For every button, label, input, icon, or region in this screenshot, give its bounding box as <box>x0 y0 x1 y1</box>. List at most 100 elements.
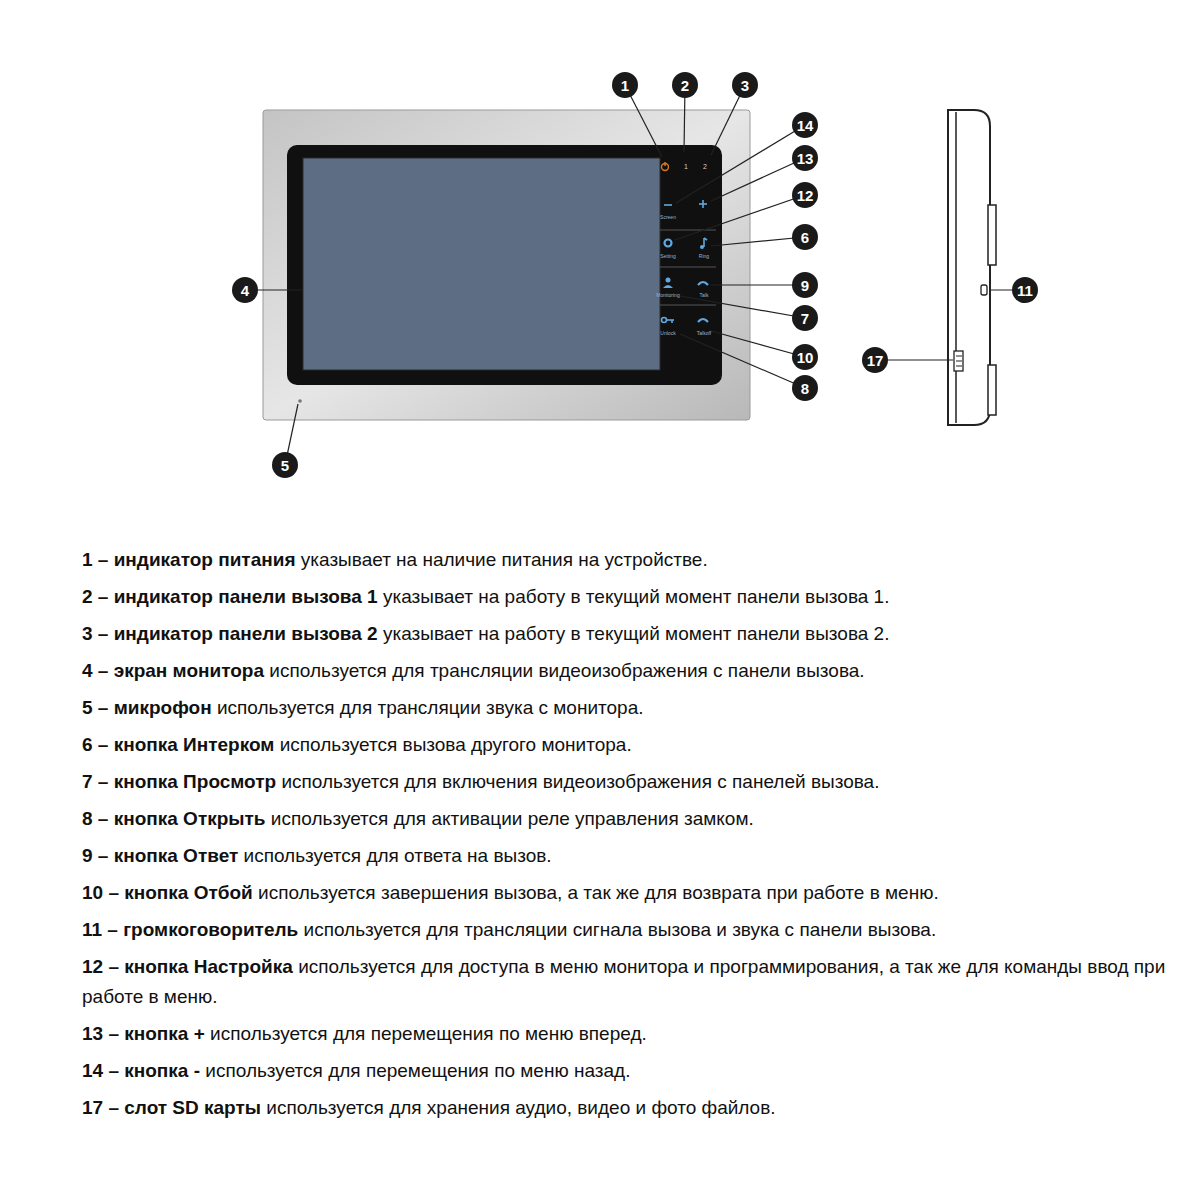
description-line: 1 – индикатор питанияуказывает на наличи… <box>82 545 1194 575</box>
description-list: 1 – индикатор питанияуказывает на наличи… <box>82 545 1194 1130</box>
description-line: 2 – индикатор панели вызова 1указывает н… <box>82 582 1194 612</box>
part-term: 13 – кнопка + <box>82 1023 205 1044</box>
description-line: 6 – кнопка Интерком используется вызова д… <box>82 730 1194 760</box>
part-term: 12 – кнопка Настройка <box>82 956 293 977</box>
part-term: 11 – громкоговоритель <box>82 919 298 940</box>
button-label: Talk <box>700 292 709 298</box>
button-label: Setting <box>660 253 676 259</box>
part-term: 9 – кнопка Ответ <box>82 845 238 866</box>
sd-slot <box>956 366 962 367</box>
description-line: 5 – микрофониспользуется для трансляции … <box>82 693 1194 723</box>
part-term: 3 – индикатор панели вызова 2 <box>82 623 378 644</box>
callout-number: 1 <box>621 78 629 93</box>
part-description: используется для активации реле управлен… <box>271 808 754 829</box>
sd-slot <box>956 361 962 362</box>
callout-number: 7 <box>801 311 809 326</box>
callout-circle: 4 <box>232 277 258 303</box>
part-description: используется для трансляции видеоизображ… <box>269 660 864 681</box>
side-housing <box>955 112 957 423</box>
leader-line <box>680 334 805 388</box>
callout-number: 17 <box>867 353 884 368</box>
callout-number: 9 <box>801 278 809 293</box>
power-led <box>664 162 665 166</box>
part-term: 4 – экран монитора <box>82 660 264 681</box>
leader-line <box>680 296 805 318</box>
button-label: Screen <box>660 214 676 220</box>
callout-number: 10 <box>797 350 814 365</box>
leader-line <box>675 195 805 240</box>
sd-slot <box>956 356 962 357</box>
part-term: 8 – кнопка Открыть <box>82 808 266 829</box>
part-description: используется для перемещения по меню наз… <box>205 1060 630 1081</box>
indicator-label: 1 <box>684 163 688 170</box>
part-description: указывает на работу в текущий момент пан… <box>383 623 890 644</box>
side-bump <box>988 205 996 265</box>
callout-circle: 10 <box>792 344 818 370</box>
description-line: 3 – индикатор панели вызова 2указывает н… <box>82 619 1194 649</box>
callout-number: 3 <box>741 78 749 93</box>
part-description: используется для ответа на вызов. <box>244 845 552 866</box>
part-term: 14 – кнопка - <box>82 1060 200 1081</box>
side-housing <box>948 110 990 425</box>
part-description: указывает на работу в текущий момент пан… <box>383 586 890 607</box>
callout-circle: 7 <box>792 305 818 331</box>
part-description: используется для хранения аудио, видео и… <box>266 1097 775 1118</box>
callout-circle: 2 <box>672 72 698 98</box>
button-label: Unlock <box>660 330 675 336</box>
front-bezel <box>287 145 722 385</box>
callout-circle: 17 <box>862 347 888 373</box>
callout-circle: 13 <box>792 145 818 171</box>
callout-number: 12 <box>797 188 814 203</box>
callout-number: 14 <box>797 118 814 133</box>
callout-number: 2 <box>681 78 689 93</box>
callout-number: 11 <box>1017 283 1033 298</box>
callout-circle: 5 <box>272 452 298 478</box>
part-term: 17 – слот SD карты <box>82 1097 261 1118</box>
leader-line <box>676 125 805 203</box>
part-term: 1 – индикатор питания <box>82 549 295 570</box>
callout-number: 13 <box>797 151 814 166</box>
description-line: 9 – кнопка Ответ используется для ответа … <box>82 841 1194 871</box>
callout-circle: 3 <box>732 72 758 98</box>
indicator-label: 2 <box>703 163 707 170</box>
description-line: 7 – кнопка Просмотриспользуется для вклю… <box>82 767 1194 797</box>
callout-number: 4 <box>241 283 249 298</box>
button-label: Ring <box>699 253 709 259</box>
button-label: Monitoring <box>656 292 679 298</box>
side-bump <box>988 365 996 415</box>
callout-number: 6 <box>801 230 809 245</box>
description-line: 4 – экран монитораиспользуется для транс… <box>82 656 1194 686</box>
leader-line <box>711 158 805 201</box>
callout-circle: 6 <box>792 224 818 250</box>
part-description: используется завершения вызова, а так же… <box>258 882 939 903</box>
part-term: 6 – кнопка Интерком <box>82 734 274 755</box>
callout-circle: 9 <box>792 272 818 298</box>
microphone-hole <box>298 399 302 403</box>
leader-line <box>711 284 805 285</box>
callout-number: 5 <box>281 458 289 473</box>
speaker <box>981 285 987 295</box>
callout-circle: 14 <box>792 112 818 138</box>
description-line: 10 – кнопка Отбойиспользуется завершения… <box>82 878 1194 908</box>
part-description: используется для включения видеоизображе… <box>281 771 879 792</box>
callout-circle: 8 <box>792 375 818 401</box>
description-line: 8 – кнопка Открытьиспользуется для актив… <box>82 804 1194 834</box>
part-description: используется для трансляции сигнала вызо… <box>304 919 937 940</box>
part-description: используется для трансляции звука с мони… <box>217 697 644 718</box>
callout-number: 8 <box>801 381 809 396</box>
description-line: 12 – кнопка Настройкаиспользуется для до… <box>82 952 1194 1012</box>
description-line: 11 – громкоговоритель используется для тр… <box>82 915 1194 945</box>
screen <box>303 158 660 370</box>
part-description: используется вызова другого монитора. <box>280 734 632 755</box>
sd-slot <box>954 351 963 371</box>
callout-circle: 12 <box>792 182 818 208</box>
description-line: 13 – кнопка +используется для перемещени… <box>82 1019 1194 1049</box>
part-description: используется для перемещения по меню впе… <box>210 1023 647 1044</box>
callout-circle: 11 <box>1012 277 1038 303</box>
part-term: 10 – кнопка Отбой <box>82 882 253 903</box>
front-frame <box>263 110 750 420</box>
description-line: 17 – слот SD картыиспользуется для хране… <box>82 1093 1194 1123</box>
description-line: 14 – кнопка -используется для перемещени… <box>82 1056 1194 1086</box>
part-term: 7 – кнопка Просмотр <box>82 771 276 792</box>
